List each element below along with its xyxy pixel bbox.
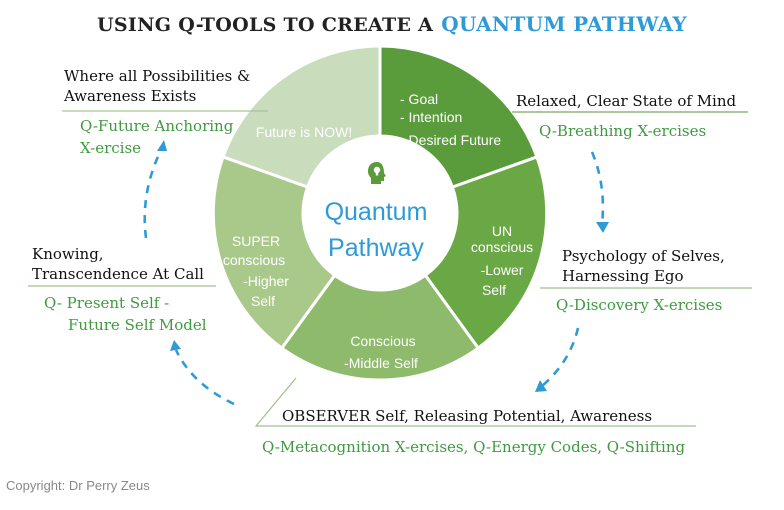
arrowhead-left-top	[157, 140, 167, 151]
top-left-tool-line: Q-Future Anchoring	[80, 117, 234, 135]
arrow-right-bottom	[541, 327, 580, 387]
top-left-tool-line: X-ercise	[80, 139, 142, 157]
arrowhead-right-bottom	[535, 380, 547, 392]
unconscious-line-2: conscious	[471, 239, 533, 255]
top-left-heading-line: Awareness Exists	[64, 87, 197, 105]
superconscious-line-3: -Higher	[243, 273, 289, 289]
segment-unconscious	[423, 154, 549, 351]
top-right-tool-line: Q-Breathing X-ercises	[539, 122, 707, 140]
goal-line-2: - Intention	[400, 109, 462, 125]
top-right-heading-line: Relaxed, Clear State of Mind	[516, 92, 737, 110]
unconscious-line-4: Self	[482, 282, 506, 298]
goal-line-1: - Goal	[400, 91, 438, 107]
center-line2: Pathway	[328, 234, 424, 262]
bottom-divider	[254, 377, 696, 427]
future-label: Future is NOW!	[256, 124, 352, 140]
segment-conscious	[279, 273, 481, 382]
conscious-line-1: Conscious	[350, 333, 415, 349]
superconscious-line-4: Self	[251, 293, 275, 309]
mid-left-heading: Knowing, Transcendence At Call	[32, 244, 204, 284]
center-line1: Quantum	[325, 198, 428, 226]
arrow-left-top	[143, 147, 164, 239]
mid-right-heading: Psychology of Selves, Harnessing Ego	[562, 246, 725, 286]
arrow-left-bottom	[174, 349, 235, 406]
head-lightbulb-icon	[368, 162, 386, 184]
bottom-heading: OBSERVER Self, Releasing Potential, Awar…	[282, 406, 652, 426]
arrowhead-left-bottom	[170, 340, 181, 351]
segment-superconscious	[211, 154, 337, 351]
top-right-heading: Relaxed, Clear State of Mind	[516, 91, 736, 111]
mid-right-tool: Q-Discovery X-ercises	[556, 294, 722, 316]
top-left-heading-line: Where all Possibilities &	[64, 67, 251, 85]
title-highlight: QUANTUM PATHWAY	[441, 12, 687, 36]
goal-line-3: - Desired Future	[400, 132, 501, 148]
top-left-heading: Where all Possibilities & Awareness Exis…	[64, 66, 250, 106]
segment-future	[221, 44, 382, 190]
top-right-tool: Q-Breathing X-ercises	[539, 120, 706, 142]
mid-left-heading-line: Knowing,	[32, 245, 104, 263]
bottom-tool: Q-Metacognition X-ercises, Q-Energy Code…	[262, 436, 685, 458]
mid-right-tool-line: Q-Discovery X-ercises	[556, 296, 723, 314]
segment-goal	[378, 44, 539, 190]
arrow-right-top	[590, 151, 605, 225]
mid-left-heading-line: Transcendence At Call	[32, 265, 204, 283]
center-disk	[305, 138, 455, 288]
conscious-line-2: -Middle Self	[344, 355, 418, 371]
page-title: USING Q-TOOLS TO CREATE A QUANTUM PATHWAY	[0, 12, 784, 36]
mid-left-tool-line: Future Self Model	[68, 316, 207, 334]
mid-left-tool: Q- Present Self - Future Self Model	[44, 292, 207, 336]
arrowhead-right-top	[596, 222, 609, 233]
superconscious-line-2: conscious	[223, 252, 285, 268]
copyright: Copyright: Dr Perry Zeus	[6, 478, 150, 493]
title-prefix: USING Q-TOOLS TO CREATE A	[97, 14, 434, 36]
superconscious-line-1: SUPER	[232, 233, 280, 249]
mid-right-heading-line: Psychology of Selves,	[562, 247, 725, 265]
mid-right-heading-line: Harnessing Ego	[562, 267, 684, 285]
bottom-tool-line: Q-Metacognition X-ercises, Q-Energy Code…	[262, 438, 686, 456]
top-left-tool: Q-Future Anchoring X-ercise	[80, 115, 233, 159]
unconscious-line-1: UN	[492, 223, 512, 239]
mid-left-tool-line: Q- Present Self -	[44, 294, 170, 312]
unconscious-line-3: -Lower	[481, 262, 524, 278]
bottom-heading-line: OBSERVER Self, Releasing Potential, Awar…	[282, 407, 653, 425]
